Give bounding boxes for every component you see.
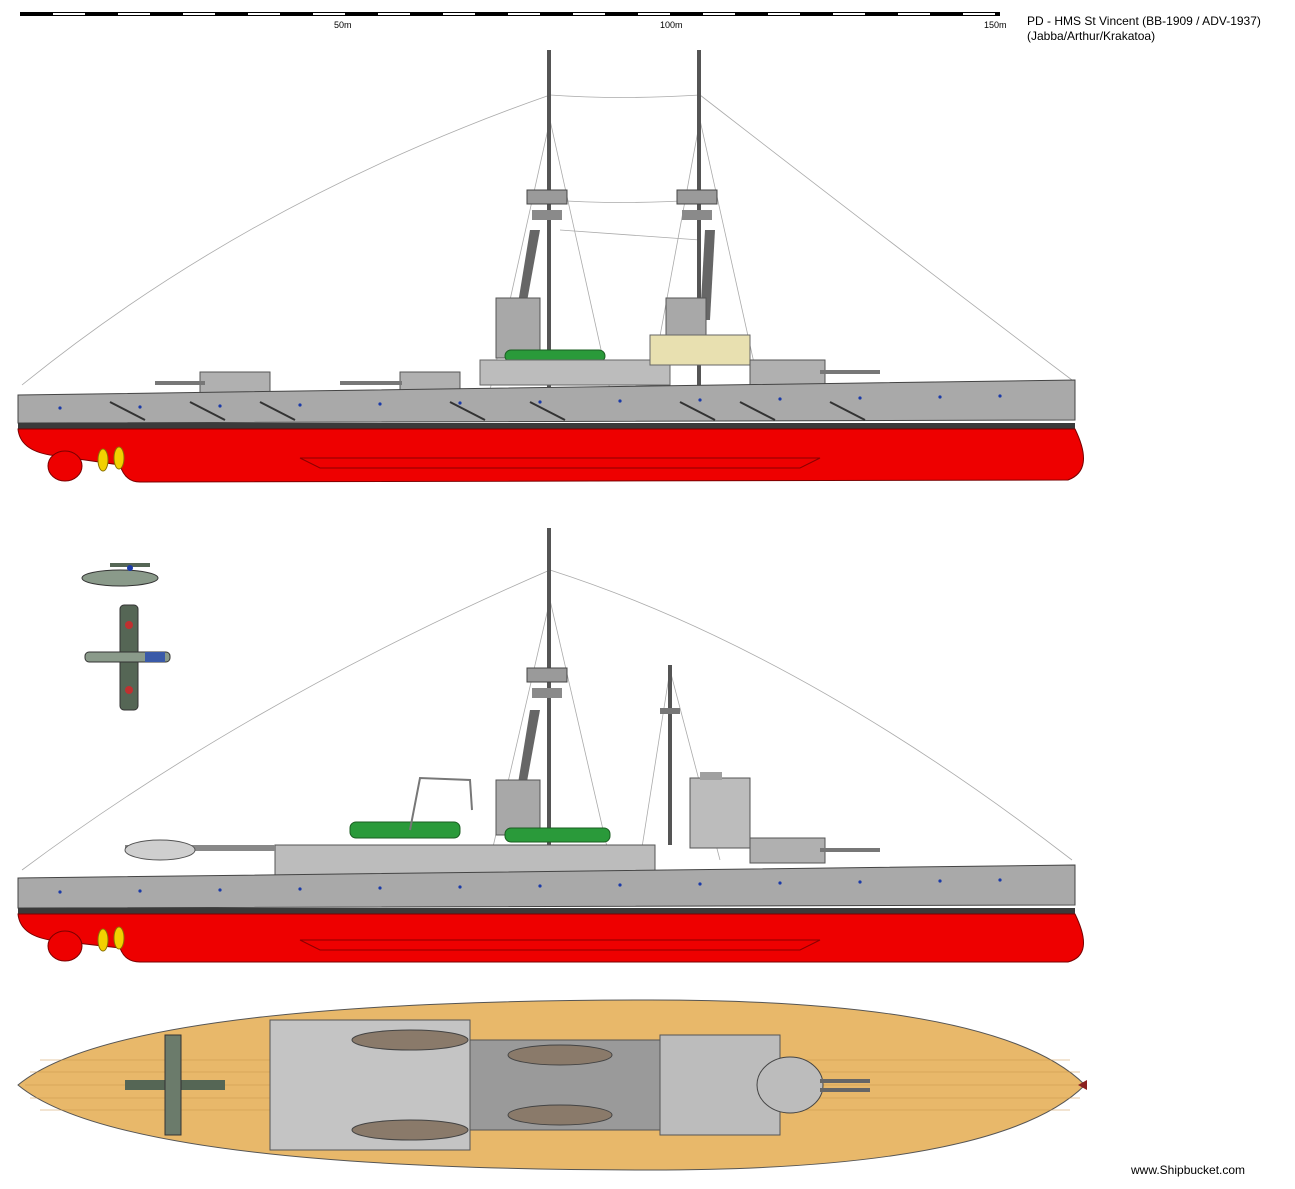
drawing-title: PD - HMS St Vincent (BB-1909 / ADV-1937)… <box>1027 14 1261 44</box>
rudder-1937 <box>47 930 83 962</box>
turret-x <box>749 359 826 386</box>
boat-crane <box>409 776 473 831</box>
profile-1937 <box>17 528 1084 963</box>
seaplane-side-view <box>81 563 159 587</box>
plan-view-1937 <box>17 999 1087 1171</box>
bow-tip <box>1078 1080 1087 1090</box>
boat-green-1 <box>349 821 461 839</box>
aft-bridge-1937 <box>689 777 751 849</box>
propellers-1909 <box>97 446 125 472</box>
profile-1909 <box>17 50 1084 483</box>
bilge-keel-1909 <box>299 457 821 469</box>
plan-seaplane <box>125 1034 225 1136</box>
turret-a <box>199 371 271 395</box>
fore-funnel <box>495 297 541 359</box>
hull-lower-1937 <box>17 913 1084 963</box>
hull-upper-1909 <box>17 379 1076 424</box>
scale-label-100m: 100m <box>660 20 683 30</box>
boat-green-2 <box>504 827 611 843</box>
hangar-1937 <box>274 844 656 876</box>
seaplane-on-catapult <box>124 839 196 861</box>
scale-label-150m: 150m <box>984 20 1007 30</box>
plan-turret-x <box>756 1056 870 1114</box>
aircraft-inset <box>81 563 171 711</box>
scale-bar: 50m 100m 150m <box>0 0 1295 40</box>
scale-bar-graphic <box>20 12 1000 16</box>
aft-bridge <box>649 334 751 366</box>
aft-tripod-1937 <box>660 665 680 845</box>
turret-x-1937 <box>749 837 826 864</box>
seaplane-top-view <box>84 604 171 711</box>
portholes-1909 <box>58 394 1002 410</box>
title-line-2: (Jabba/Arthur/Krakatoa) <box>1027 29 1156 43</box>
catapult-1937 <box>125 845 275 851</box>
title-line-1: PD - HMS St Vincent (BB-1909 / ADV-1937) <box>1027 14 1261 28</box>
propellers-1937 <box>97 926 125 952</box>
hull-upper-1937 <box>17 864 1076 909</box>
rudder-1909 <box>47 450 83 482</box>
scale-label-50m: 50m <box>334 20 352 30</box>
hull-lower-1909 <box>17 428 1084 483</box>
net-booms-1909 <box>109 401 866 421</box>
waterline-1937 <box>18 908 1075 914</box>
plan-boats <box>351 1029 613 1141</box>
funnel-1937 <box>495 779 541 836</box>
waterline-1909 <box>18 423 1075 429</box>
portholes-1937 <box>58 878 1002 894</box>
credit-text: www.Shipbucket.com <box>1131 1163 1246 1177</box>
midship-superstructure <box>479 359 671 386</box>
bilge-keel-1937 <box>299 939 821 951</box>
